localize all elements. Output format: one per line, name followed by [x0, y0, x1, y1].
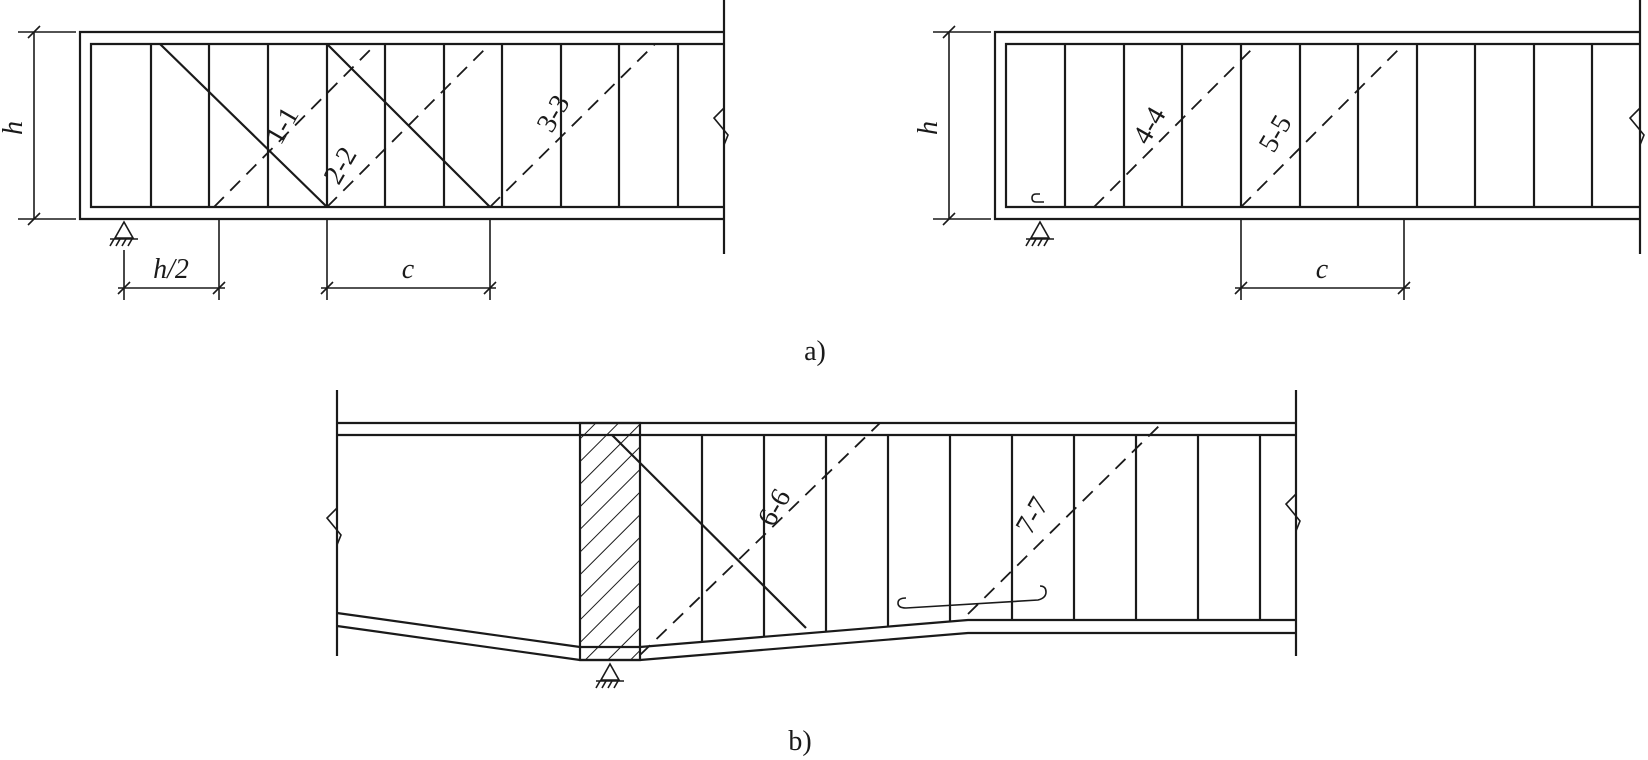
left-beam: 1-1 2-2 3-3 h h/2 — [0, 0, 729, 300]
section-line-6-6 — [639, 422, 881, 656]
section-line-5-5 — [1240, 43, 1405, 208]
right-beam-stirrups — [1063, 44, 1594, 207]
height-dimension: h — [913, 25, 991, 226]
section-label-6-6: 6-6 — [752, 484, 798, 532]
section-label-4-4: 4-4 — [1127, 102, 1173, 150]
right-beam: 4-4 5-5 h c — [913, 0, 1645, 300]
spacing-dimension-right: c — [1234, 219, 1411, 300]
haunched-beam: 6-6 7-7 — [325, 390, 1301, 689]
spacing-label-right: c — [1316, 254, 1329, 285]
hook-icon — [1031, 193, 1044, 203]
height-label: h — [0, 121, 29, 135]
height-dimension: h — [0, 25, 76, 226]
caption-a: a) — [804, 336, 826, 367]
caption-b: b) — [788, 726, 811, 757]
spacing-dimension-left: c — [320, 219, 497, 300]
section-label-7-7: 7-7 — [1010, 492, 1056, 540]
pin-support-icon — [109, 220, 138, 247]
pin-support-icon — [595, 662, 624, 689]
pin-support-icon — [1025, 220, 1054, 247]
section-line-4-4 — [1093, 43, 1258, 208]
height-label: h — [913, 121, 944, 135]
section-line-2-2 — [326, 43, 491, 208]
half-height-dimension: h/2 — [117, 219, 226, 300]
bent-bar-hook-icon — [897, 585, 1047, 609]
section-label-1-1: 1-1 — [260, 102, 306, 150]
section-label-2-2: 2-2 — [318, 142, 364, 190]
section-label-5-5: 5-5 — [1253, 110, 1299, 158]
left-beam-stirrups — [149, 44, 680, 207]
section-label-3-3: 3-3 — [531, 90, 577, 138]
section-line-1-1 — [213, 43, 377, 208]
half-height-label: h/2 — [153, 254, 189, 285]
support-column — [578, 421, 642, 662]
section-line-7-7 — [967, 422, 1163, 615]
section-line-3-3 — [489, 43, 656, 208]
spacing-label-left: c — [402, 254, 415, 285]
haunched-beam-stirrups — [700, 435, 1262, 642]
